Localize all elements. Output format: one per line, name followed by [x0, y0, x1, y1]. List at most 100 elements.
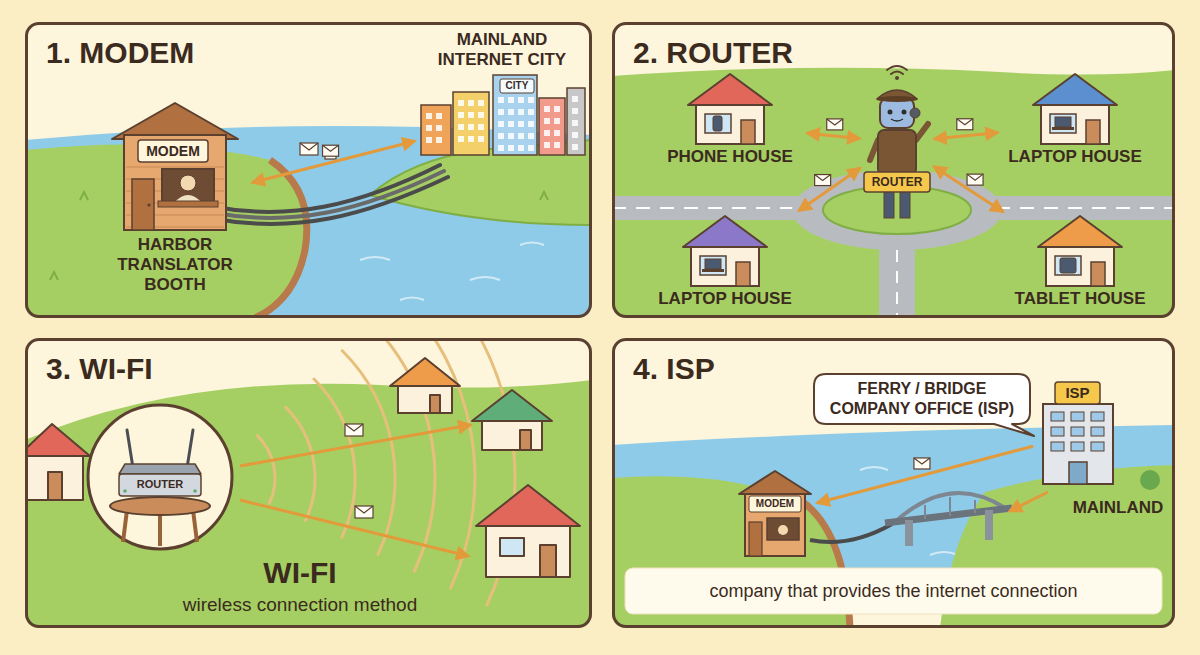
status-light	[193, 489, 197, 493]
caption-band: company that provides the internet conne…	[625, 568, 1162, 614]
building-window	[498, 133, 504, 139]
house-door	[741, 120, 755, 144]
house-window	[700, 256, 726, 275]
building-window	[508, 109, 514, 115]
signal-arrow	[799, 169, 859, 211]
panel-heading: 1. MODEM	[46, 35, 466, 71]
water-ripples-part	[400, 298, 424, 301]
place-label: HARBOR TRANSLATOR BOOTH	[100, 235, 250, 295]
robot-leg	[900, 192, 910, 218]
booth-counter	[158, 201, 218, 207]
mail-envelope-part	[300, 143, 318, 150]
wifi-symbol	[887, 66, 907, 70]
booth-wall	[124, 135, 226, 230]
building-window	[426, 125, 432, 131]
antenna	[187, 430, 193, 468]
place-label: MAINLAND	[1068, 498, 1168, 518]
service-arrow	[1010, 492, 1048, 511]
signal-arrow	[935, 167, 1003, 211]
envelope-flap	[914, 458, 930, 464]
panel-ground	[25, 22, 592, 318]
city-building	[421, 105, 451, 155]
hill-grass	[25, 380, 592, 628]
table-leg	[123, 510, 127, 542]
house-icon-part	[486, 522, 570, 577]
office-window	[1091, 442, 1104, 451]
house-icon-part	[476, 485, 580, 526]
office-wall	[1043, 404, 1113, 484]
envelope-body	[815, 175, 831, 186]
house-icon-drawing	[1033, 74, 1117, 144]
building-window	[518, 133, 524, 139]
house-roof	[683, 216, 767, 247]
house-door	[1091, 262, 1105, 286]
house-roof	[1033, 74, 1117, 105]
building-window	[572, 96, 578, 102]
laptop-icon	[702, 269, 724, 272]
headset	[910, 108, 920, 118]
building-window	[572, 120, 578, 126]
house-door	[1086, 120, 1100, 144]
building-sign-text: CITY	[497, 79, 537, 92]
house-icon-part	[48, 472, 62, 500]
city-skyline: MAINLAND INTERNET CITYCITY	[417, 30, 587, 160]
panel-frame: 2. ROUTERROUTER PHONE HOUSE LAPTOP HOUSE LA…	[612, 22, 1175, 318]
office-window	[1051, 442, 1064, 451]
house-icon: TABLET HOUSE	[1005, 212, 1155, 312]
roundabout	[792, 170, 1002, 250]
isp-building: ISP	[1035, 382, 1120, 487]
panel-heading: 2. ROUTER	[633, 35, 1053, 71]
isp-building-drawing	[1043, 382, 1113, 484]
water-ripples-part	[930, 552, 958, 555]
building-sign-text: ISP	[1055, 384, 1100, 402]
bridge	[885, 493, 1012, 546]
city-building	[567, 88, 585, 155]
house-window	[1050, 114, 1076, 133]
table-leg	[158, 514, 162, 546]
bush	[1140, 470, 1160, 490]
house-label: LAPTOP HOUSE	[650, 289, 800, 309]
booth-door	[749, 522, 762, 556]
building-window	[572, 108, 578, 114]
building-window	[508, 97, 514, 103]
office-window	[1071, 427, 1084, 436]
house-label: PHONE HOUSE	[655, 147, 805, 167]
house-icon: LAPTOP HOUSE	[1000, 70, 1150, 180]
mail-envelope-part	[345, 424, 363, 436]
booth-window	[162, 169, 214, 203]
building-window	[528, 121, 534, 127]
building-window	[528, 133, 534, 139]
robot-eye	[888, 110, 893, 115]
house-icon-part	[540, 545, 556, 577]
house-icon-part	[25, 424, 90, 456]
robot-leg	[884, 192, 894, 218]
robot-smile	[891, 119, 903, 121]
panel-frame: 1. MODEMMODEMHARBOR TRANSLATOR BOOTHMAIN…	[25, 22, 592, 318]
house-icon: LAPTOP HOUSE	[650, 212, 800, 312]
router-front	[119, 474, 201, 496]
building-window	[498, 145, 504, 151]
building-window	[528, 145, 534, 151]
building-window	[478, 136, 484, 142]
booth-wall	[745, 492, 805, 556]
grass-tufts-part	[80, 192, 88, 200]
city-skyline-shape	[417, 30, 587, 160]
building-window	[468, 136, 474, 142]
band-ground	[625, 568, 1162, 614]
mail-envelope	[345, 424, 373, 518]
house-icon-part	[482, 418, 542, 450]
wifi-waves-part	[257, 436, 275, 504]
building-window	[426, 137, 432, 143]
house-icon-drawing	[1038, 216, 1122, 286]
router-mascot: ROUTER	[862, 60, 932, 225]
building-window	[554, 118, 560, 124]
bridge-part	[905, 520, 913, 546]
building-window	[508, 145, 514, 151]
roundabout-island	[823, 186, 971, 234]
signal-arrow	[253, 141, 414, 182]
envelope-flap	[827, 119, 843, 125]
plank-line	[126, 167, 224, 168]
wifi-arrow-part	[240, 425, 470, 466]
